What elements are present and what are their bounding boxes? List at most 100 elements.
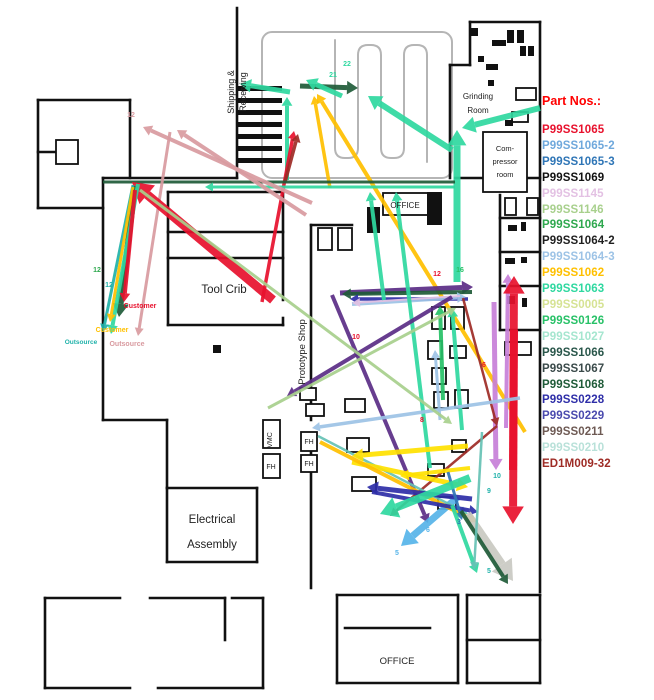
flow-arrowhead xyxy=(498,573,508,584)
room-label-fh-2: FH xyxy=(304,439,313,446)
flow-arrow xyxy=(313,103,332,189)
machine-box xyxy=(262,419,281,449)
flow-label: Outsource xyxy=(109,341,144,348)
flow-arrowhead xyxy=(342,288,351,300)
legend-item: P99SS1068 xyxy=(542,378,605,391)
flow-label: 10 xyxy=(493,473,501,480)
flow-arrow xyxy=(317,434,462,512)
flow-arrow xyxy=(394,474,472,512)
flow-arrowhead xyxy=(391,192,403,202)
legend-item: P99SS1145 xyxy=(542,187,604,200)
machine-box xyxy=(262,453,281,479)
legend-item: P99SS1067 xyxy=(542,362,605,375)
flow-label: Customer xyxy=(96,327,129,334)
machine-box xyxy=(317,227,333,251)
flow-arrowhead xyxy=(317,94,327,105)
flow-arrowhead xyxy=(447,130,467,146)
equipment-icon xyxy=(238,122,282,127)
machine-box xyxy=(337,227,353,251)
flow-arrowhead xyxy=(368,96,384,110)
equipment-icon xyxy=(238,98,282,103)
equipment-icon xyxy=(470,28,478,36)
legend-item: ED1M009-32 xyxy=(542,458,611,471)
flow-arrow xyxy=(315,82,344,99)
legend-item: P99SS0005 xyxy=(542,298,605,311)
machine-box xyxy=(515,87,537,101)
equipment-icon xyxy=(528,46,534,56)
flow-arrowhead xyxy=(490,417,500,426)
machine-box xyxy=(300,431,318,452)
room-label-office-top: OFFICE xyxy=(390,201,419,210)
flow-arrow xyxy=(260,138,295,303)
equipment-icon xyxy=(238,146,282,151)
flow-label: 21 xyxy=(329,72,337,79)
room-label-office-bottom: OFFICE xyxy=(380,656,415,667)
legend-item: P99SS0210 xyxy=(542,442,605,455)
room-label-vmc: VMC xyxy=(267,432,274,448)
equipment-icon xyxy=(522,298,527,307)
legend-item: P99SS1027 xyxy=(542,330,605,343)
flow-arrow xyxy=(137,131,172,329)
equipment-icon xyxy=(478,56,484,62)
flow-arrow xyxy=(351,295,458,306)
flow-arrow xyxy=(461,297,497,419)
room-label-fh-3: FH xyxy=(304,461,313,468)
flow-label: 9 xyxy=(487,488,491,495)
flow-arrowhead xyxy=(380,497,401,518)
flow-arrow xyxy=(267,310,450,410)
flow-arrow xyxy=(283,141,298,183)
legend-item: P99SS1065-3 xyxy=(542,155,615,168)
flow-arrow xyxy=(434,357,442,421)
legend-item: P99SS1064-2 xyxy=(542,235,615,248)
flow-arrow xyxy=(446,471,462,513)
legend-item: P99SS1065-2 xyxy=(542,139,615,152)
flow-label: 6 xyxy=(426,527,430,534)
machine-box xyxy=(482,131,528,193)
flow-label: 3 xyxy=(457,519,461,526)
machine-box xyxy=(346,437,370,453)
flow-arrowhead xyxy=(205,182,213,192)
legend-item: P99SS1069 xyxy=(542,171,605,184)
flow-arrowhead xyxy=(442,415,452,424)
flow-arrow xyxy=(183,133,308,217)
room-label-shipping-receiving: Shipping &Receiving xyxy=(226,70,248,114)
equipment-icon xyxy=(427,192,442,225)
equipment-icon xyxy=(520,46,526,56)
flow-label: 12 xyxy=(93,267,101,274)
flow-label: 6 xyxy=(482,362,486,369)
flow-arrowhead xyxy=(106,313,116,322)
legend-item: P99SS1062 xyxy=(542,267,605,280)
flow-arrowhead xyxy=(310,96,321,105)
flow-arrow xyxy=(450,504,476,566)
flow-arrowhead xyxy=(100,323,110,332)
machine-box xyxy=(526,197,539,216)
legend-item: P99SS1066 xyxy=(542,346,605,359)
equipment-icon xyxy=(238,134,282,139)
flow-arrowhead xyxy=(462,116,477,133)
flow-arrowhead xyxy=(503,276,525,294)
flow-label: 12 xyxy=(127,112,135,119)
machine-box xyxy=(55,139,79,165)
flow-label: 5 xyxy=(487,568,491,575)
flow-label: 8 xyxy=(420,417,424,424)
flow-arrow xyxy=(350,290,473,296)
equipment-icon xyxy=(492,40,506,46)
flow-label: 16 xyxy=(456,267,464,274)
machine-box xyxy=(449,345,467,359)
equipment-icon xyxy=(213,345,221,353)
equipment-icon xyxy=(505,120,513,126)
flow-arrow xyxy=(438,314,445,401)
flow-arrowhead xyxy=(107,324,118,334)
flow-arrowhead xyxy=(306,78,319,91)
equipment-icon xyxy=(517,30,524,43)
flow-label: 10 xyxy=(352,334,360,341)
flow-label: Outsource xyxy=(65,339,98,346)
flow-arrow xyxy=(293,295,454,394)
machine-box xyxy=(305,403,325,417)
flow-arrowhead xyxy=(401,528,419,546)
flow-label: 12 xyxy=(105,282,113,289)
